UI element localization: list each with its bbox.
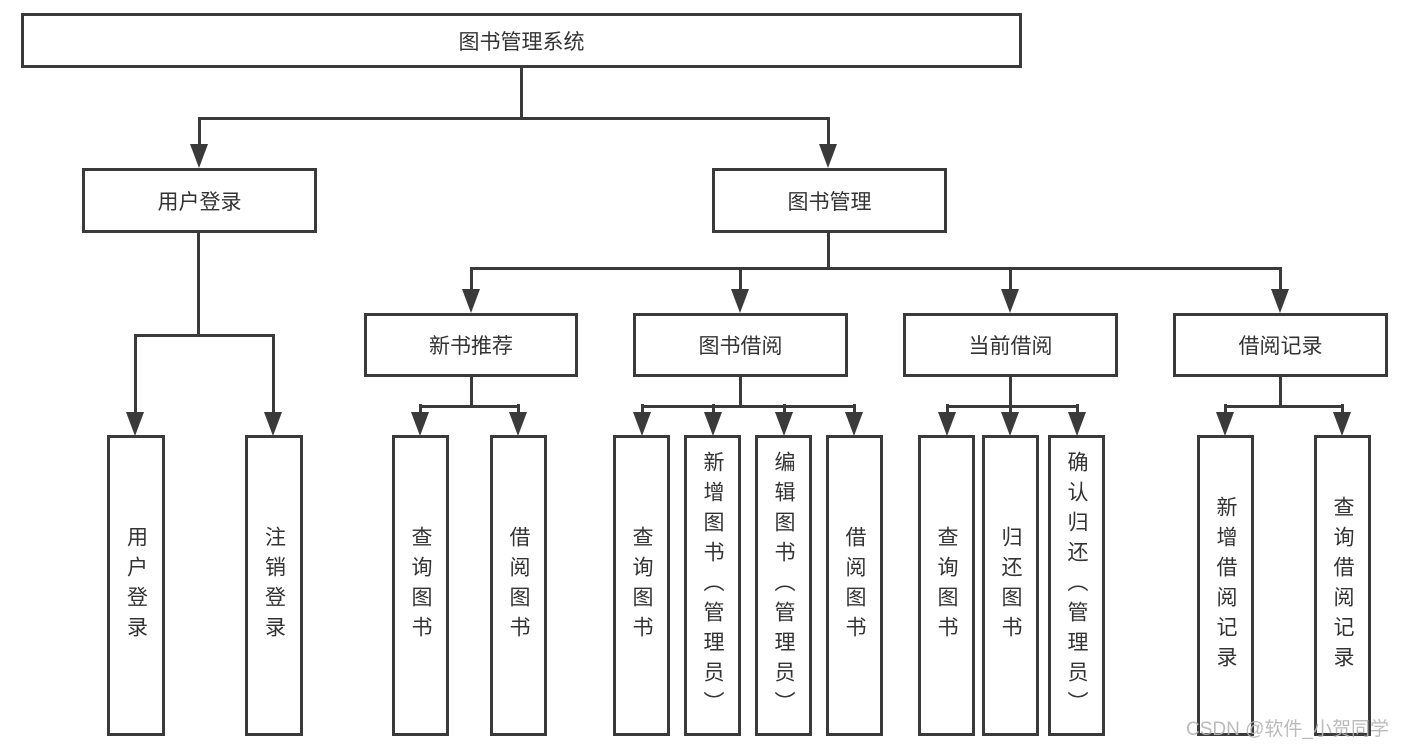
arrowhead-new-book-icon	[462, 289, 480, 313]
connector-leaf-shaft	[1076, 404, 1079, 416]
connector-borrow-record-rail	[1224, 405, 1343, 408]
arrowhead-leaf-login-icon	[126, 412, 144, 436]
connector-borrow-record-shaft	[1279, 267, 1282, 292]
leaf-query-borrow-record: 查询借阅记录	[1314, 435, 1371, 736]
connector-book-management-stem	[827, 232, 830, 270]
connector-leaf-shaft	[517, 404, 520, 416]
arrowhead-down-icon	[633, 412, 651, 436]
leaf-return-books: 归还图书	[982, 435, 1039, 736]
connector-leaf-shaft	[641, 404, 644, 416]
connector-current-borrow-shaft	[1009, 267, 1012, 292]
arrowhead-down-icon	[775, 412, 793, 436]
connector-new-book-stem	[470, 376, 473, 408]
leaf-query-books-current: 查询图书	[918, 435, 975, 736]
arrowhead-down-icon	[704, 412, 722, 436]
arrowhead-down-icon	[509, 412, 527, 436]
connector-leaf-shaft	[419, 404, 422, 416]
connector-leaf-logout-shaft	[272, 334, 275, 416]
arrowhead-down-icon	[938, 412, 956, 436]
connector-book-management-shaft	[827, 117, 830, 147]
leaf-query-books-borrowing: 查询图书	[613, 435, 670, 736]
leaf-add-book-admin: 新增图书（管理员）	[684, 435, 741, 736]
connector-leaf-shaft	[853, 404, 856, 416]
connector-leaf-shaft	[1224, 404, 1227, 416]
node-current-borrowing: 当前借阅	[903, 313, 1118, 377]
arrowhead-down-icon	[1216, 412, 1234, 436]
arrowhead-borrow-record-icon	[1271, 289, 1289, 313]
arrowhead-book-borrow-icon	[731, 289, 749, 313]
arrowhead-down-icon	[1333, 412, 1351, 436]
connector-current-borrow-rail	[946, 405, 1078, 408]
connector-book-borrow-shaft	[739, 267, 742, 292]
connector-level3-rail	[470, 267, 1281, 270]
connector-user-login-shaft	[198, 117, 201, 147]
node-borrowing-records: 借阅记录	[1173, 313, 1388, 377]
arrowhead-user-login-icon	[190, 144, 208, 168]
arrowhead-down-icon	[411, 412, 429, 436]
arrowhead-down-icon	[1001, 412, 1019, 436]
leaf-logout: 注销登录	[245, 435, 303, 736]
leaf-borrow-books-borrowing: 借阅图书	[826, 435, 883, 736]
connector-current-borrow-stem	[1009, 376, 1012, 408]
watermark: CSDN @软件_小贺同学	[1186, 719, 1389, 740]
node-book-management: 图书管理	[712, 168, 947, 233]
leaf-borrow-books-recommend: 借阅图书	[490, 435, 547, 736]
connector-book-borrow-rail	[641, 405, 855, 408]
leaf-add-borrow-record: 新增借阅记录	[1197, 435, 1254, 736]
connector-borrow-record-stem	[1279, 376, 1282, 408]
connector-leaf-shaft	[946, 404, 949, 416]
arrowhead-down-icon	[845, 412, 863, 436]
arrowhead-down-icon	[1068, 412, 1086, 436]
connector-new-book-rail	[419, 405, 520, 408]
node-new-book-recommendation: 新书推荐	[364, 313, 578, 377]
connector-leaf-shaft	[1009, 404, 1012, 416]
connector-leaf-login-shaft	[134, 334, 137, 416]
connector-root-stem	[520, 67, 523, 119]
arrowhead-current-borrow-icon	[1001, 289, 1019, 313]
connector-leaf-shaft	[783, 404, 786, 416]
connector-user-login-rail	[134, 334, 275, 337]
leaf-confirm-return-admin: 确认归还（管理员）	[1048, 435, 1105, 736]
leaf-query-books-recommend: 查询图书	[392, 435, 449, 736]
connector-leaf-shaft	[1341, 404, 1344, 416]
node-user-login: 用户登录	[82, 168, 317, 233]
leaf-user-login: 用户登录	[107, 435, 165, 736]
node-library-management-system: 图书管理系统	[21, 13, 1022, 68]
leaf-edit-book-admin: 编辑图书（管理员）	[755, 435, 812, 736]
connector-new-book-shaft	[470, 267, 473, 292]
connector-level1-rail	[198, 117, 830, 120]
arrowhead-leaf-logout-icon	[264, 412, 282, 436]
connector-leaf-shaft	[712, 404, 715, 416]
connector-user-login-stem	[197, 232, 200, 337]
arrowhead-book-management-icon	[819, 144, 837, 168]
connector-book-borrow-stem	[739, 376, 742, 408]
node-book-borrowing: 图书借阅	[633, 313, 848, 377]
